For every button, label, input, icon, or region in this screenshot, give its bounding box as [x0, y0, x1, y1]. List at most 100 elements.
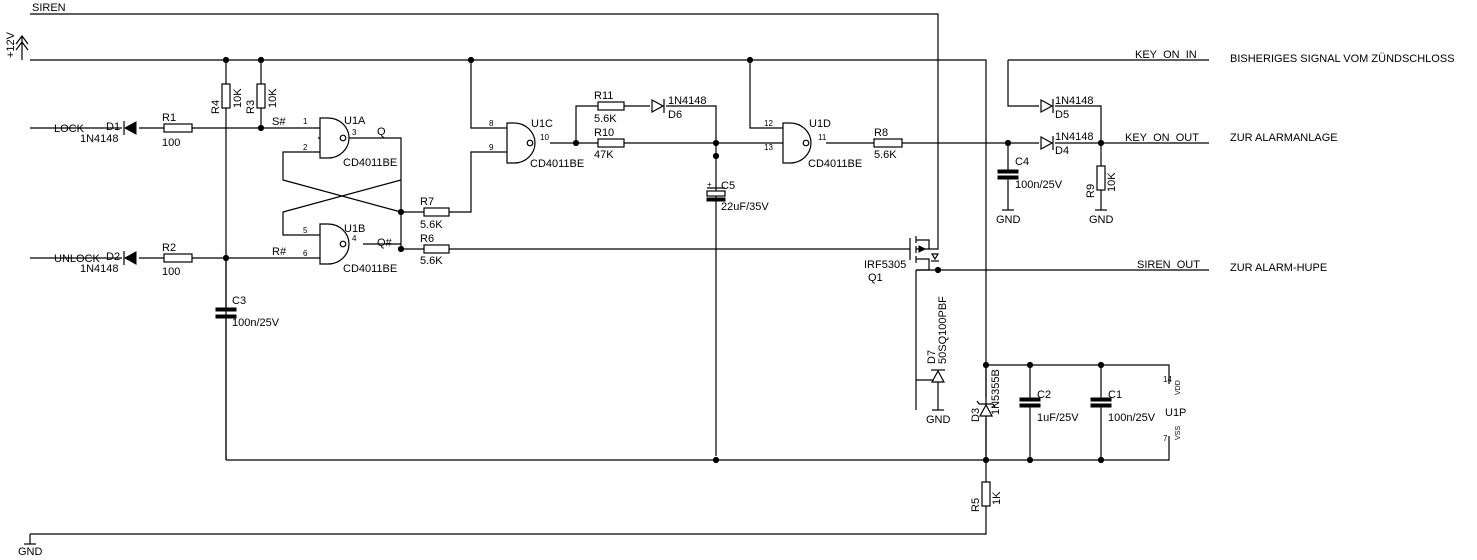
net-lock: LOCK: [54, 123, 85, 135]
svg-text:100: 100: [162, 266, 180, 278]
nand-gate-u1d: U1D CD4011BE 12 13 11: [764, 118, 862, 170]
capacitor-c3: C3 100n/25V: [215, 295, 280, 329]
note-key-on-out: ZUR ALARMANLAGE: [1230, 132, 1338, 144]
junction-dot: [746, 56, 754, 64]
svg-text:IRF5305: IRF5305: [864, 259, 906, 271]
svg-text:10K: 10K: [1106, 172, 1118, 192]
net-labels: SIREN LOCK UNLOCK S# R# Q Q# KEY_ON_IN K…: [32, 2, 1455, 274]
svg-text:R6: R6: [420, 233, 434, 245]
svg-text:50SQ100PBF: 50SQ100PBF: [937, 296, 949, 364]
capacitor-c4: C4 100n/25V: [997, 156, 1063, 191]
svg-text:R10: R10: [594, 127, 614, 139]
resistor-r11: R11 5.6K: [594, 90, 625, 125]
svg-text:D5: D5: [1055, 109, 1069, 121]
nand-gate-u1b: U1B CD4011BE 5 6 4: [303, 223, 397, 275]
svg-text:R4: R4: [210, 100, 222, 114]
junction-dot: [467, 56, 475, 64]
svg-text:D4: D4: [1055, 145, 1069, 157]
svg-text:CD4011BE: CD4011BE: [343, 263, 397, 275]
svg-text:4: 4: [352, 234, 357, 243]
gnd-label: GND: [18, 546, 43, 558]
junction-dot: [397, 245, 405, 253]
net-key-on-in: KEY_ON_IN: [1135, 49, 1197, 61]
svg-text:R7: R7: [420, 196, 434, 208]
junction-dot: [397, 208, 405, 216]
net-q: Q: [377, 126, 386, 138]
junction-dot: [982, 361, 990, 369]
diode-d7: D7 50SQ100PBF: [926, 296, 949, 383]
junction-dot: [982, 456, 990, 464]
junction-dot: [572, 139, 580, 147]
svg-text:D3: D3: [970, 408, 982, 422]
svg-text:R9: R9: [1085, 184, 1097, 198]
junction-dot: [222, 56, 230, 64]
vcc-symbol: +12V: [5, 31, 29, 58]
ic-power-u1p: 14 VDD 7 VSS U1P: [1163, 375, 1186, 443]
svg-text:1N4148: 1N4148: [80, 263, 119, 275]
gnd-symbol-c4: GND: [996, 209, 1021, 226]
junction-dot: [1026, 361, 1034, 369]
diode-d3: D3 1N5355B: [970, 369, 1002, 422]
svg-text:5: 5: [303, 226, 308, 235]
svg-text:R3: R3: [245, 100, 257, 114]
svg-text:1N4148: 1N4148: [80, 133, 119, 145]
svg-text:14: 14: [1163, 375, 1172, 384]
junction-dot: [257, 56, 265, 64]
svg-text:CD4011BE: CD4011BE: [808, 158, 862, 170]
net-siren: SIREN: [32, 2, 66, 14]
junction-dot: [1097, 456, 1105, 464]
net-s-n: S#: [272, 116, 286, 128]
resistor-r3: R3 10K: [245, 83, 279, 114]
net-unlock: UNLOCK: [54, 253, 101, 265]
junction-dot: [1097, 361, 1105, 369]
svg-text:1: 1: [303, 117, 308, 126]
svg-text:5.6K: 5.6K: [420, 255, 443, 267]
svg-text:10: 10: [540, 133, 549, 142]
gnd-symbol-r9: GND: [1089, 209, 1114, 226]
svg-text:R11: R11: [594, 90, 613, 102]
svg-text:100n/25V: 100n/25V: [1015, 179, 1063, 191]
svg-text:U1C: U1C: [531, 118, 553, 130]
svg-text:22uF/35V: 22uF/35V: [721, 201, 769, 213]
svg-text:GND: GND: [926, 414, 951, 426]
resistor-r6: R6 5.6K: [420, 233, 450, 267]
svg-text:R8: R8: [874, 127, 888, 139]
nand-gate-u1c: U1C CD4011BE 8 9 10: [489, 118, 584, 170]
resistor-r4: R4 10K: [210, 83, 244, 114]
svg-text:8: 8: [489, 119, 494, 128]
svg-text:VDD: VDD: [1175, 380, 1182, 395]
svg-text:9: 9: [489, 143, 494, 152]
diode-d5: 1N4148 D5: [1040, 95, 1094, 121]
diode-d4: 1N4148 D4: [1040, 131, 1094, 157]
svg-text:10K: 10K: [232, 88, 244, 108]
svg-text:47K: 47K: [594, 149, 614, 161]
svg-text:2: 2: [303, 143, 308, 152]
junction-dot: [257, 124, 265, 132]
svg-text:C2: C2: [1037, 389, 1051, 401]
junction-dot: [222, 254, 230, 262]
svg-text:D6: D6: [668, 109, 682, 121]
svg-text:5.6K: 5.6K: [874, 149, 897, 161]
svg-text:11: 11: [818, 133, 827, 142]
svg-text:VSS: VSS: [1175, 426, 1182, 440]
diode-d2: D2 1N4148: [80, 251, 137, 275]
wires: [21, 13, 1209, 544]
svg-text:U1D: U1D: [809, 118, 831, 130]
net-r-n: R#: [272, 246, 287, 258]
junction-dot: [712, 152, 720, 160]
svg-text:C1: C1: [1108, 389, 1122, 401]
diode-d1: D1 1N4148: [80, 121, 137, 145]
nand-gate-u1a: U1A CD4011BE 1 2 3: [303, 115, 397, 169]
gnd-symbol-d7: GND: [926, 409, 951, 426]
net-key-on-out: KEY_ON_OUT: [1125, 132, 1199, 144]
svg-text:D2: D2: [106, 251, 120, 263]
svg-text:1N4148: 1N4148: [1055, 95, 1094, 107]
svg-text:1N5355B: 1N5355B: [990, 369, 1002, 415]
net-siren-out: SIREN_OUT: [1137, 259, 1200, 271]
svg-text:U1A: U1A: [344, 115, 366, 127]
svg-text:1uF/25V: 1uF/25V: [1037, 412, 1079, 424]
svg-text:GND: GND: [996, 214, 1021, 226]
svg-text:D7: D7: [926, 350, 938, 364]
net-q-n: Q#: [377, 237, 393, 249]
gnd-symbol-main: GND: [18, 543, 43, 558]
